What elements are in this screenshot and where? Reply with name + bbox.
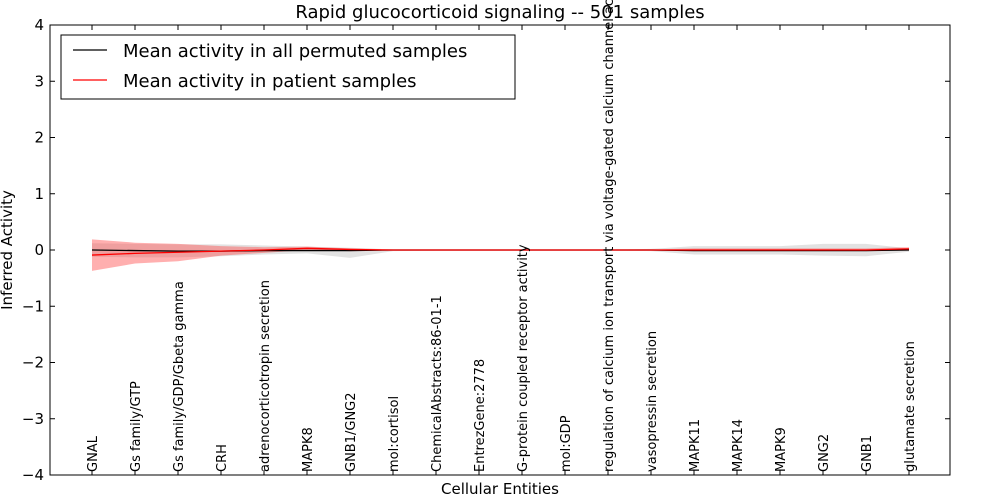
- x-tick-label: glutamate secretion: [903, 341, 918, 472]
- y-tick-label: −4: [22, 466, 44, 484]
- x-tick-label: Gs family/GDP/Gbeta gamma: [172, 281, 187, 472]
- x-tick-label: regulation of calcium ion transport via …: [602, 0, 617, 472]
- y-tick-label: 4: [34, 16, 44, 34]
- x-tick-label: CRH: [215, 444, 230, 472]
- x-tick-label: mol:GDP: [559, 415, 574, 472]
- x-tick-label: adrenocorticotropin secretion: [258, 280, 273, 472]
- x-tick-label: vasopressin secretion: [645, 331, 660, 472]
- series-lines: [91, 247, 910, 256]
- y-tick-label: 2: [34, 129, 44, 147]
- y-tick-label: 3: [34, 72, 44, 90]
- x-tick-label: GNG2: [817, 434, 832, 472]
- y-axis-label: Inferred Activity: [0, 190, 16, 310]
- y-tick-label: −1: [22, 297, 44, 315]
- x-tick-label: ChemicalAbstracts:86-01-1: [430, 295, 445, 472]
- x-tick-label: Gs family/GTP: [129, 381, 144, 472]
- y-tick-label: 1: [34, 185, 44, 203]
- x-axis-label: Cellular Entities: [441, 480, 559, 498]
- y-tick-label: −3: [22, 410, 44, 428]
- confidence-band-patient: [92, 239, 909, 271]
- x-tick-label: mol:cortisol: [387, 396, 402, 472]
- y-axis-ticks: −4 −3 −2 −1 0 1 2 3 4: [22, 16, 950, 484]
- x-tick-label: MAPK11: [688, 419, 703, 472]
- y-tick-label: 0: [34, 241, 44, 259]
- x-tick-label: MAPK14: [731, 419, 746, 472]
- x-tick-label: GNAL: [86, 435, 101, 472]
- legend-label-permuted: Mean activity in all permuted samples: [123, 41, 467, 62]
- chart-title: Rapid glucocorticoid signaling -- 501 sa…: [295, 2, 704, 23]
- x-axis-ticks: GNAL Gs family/GTP Gs family/GDP/Gbeta gam…: [86, 0, 918, 475]
- x-tick-label: G-protein coupled receptor activity: [516, 244, 531, 472]
- x-tick-label: MAPK8: [301, 427, 316, 472]
- y-tick-label: −2: [22, 354, 44, 372]
- x-tick-label: GNB1/GNG2: [344, 392, 359, 472]
- x-tick-label: GNB1: [860, 435, 875, 472]
- series-line-patient: [91, 247, 910, 256]
- legend-box: [60, 34, 516, 100]
- x-tick-label: MAPK9: [774, 427, 789, 472]
- legend-label-patient: Mean activity in patient samples: [123, 71, 417, 92]
- legend: Mean activity in all permuted samples Me…: [60, 34, 516, 100]
- x-tick-label: EntrezGene:2778: [473, 359, 488, 472]
